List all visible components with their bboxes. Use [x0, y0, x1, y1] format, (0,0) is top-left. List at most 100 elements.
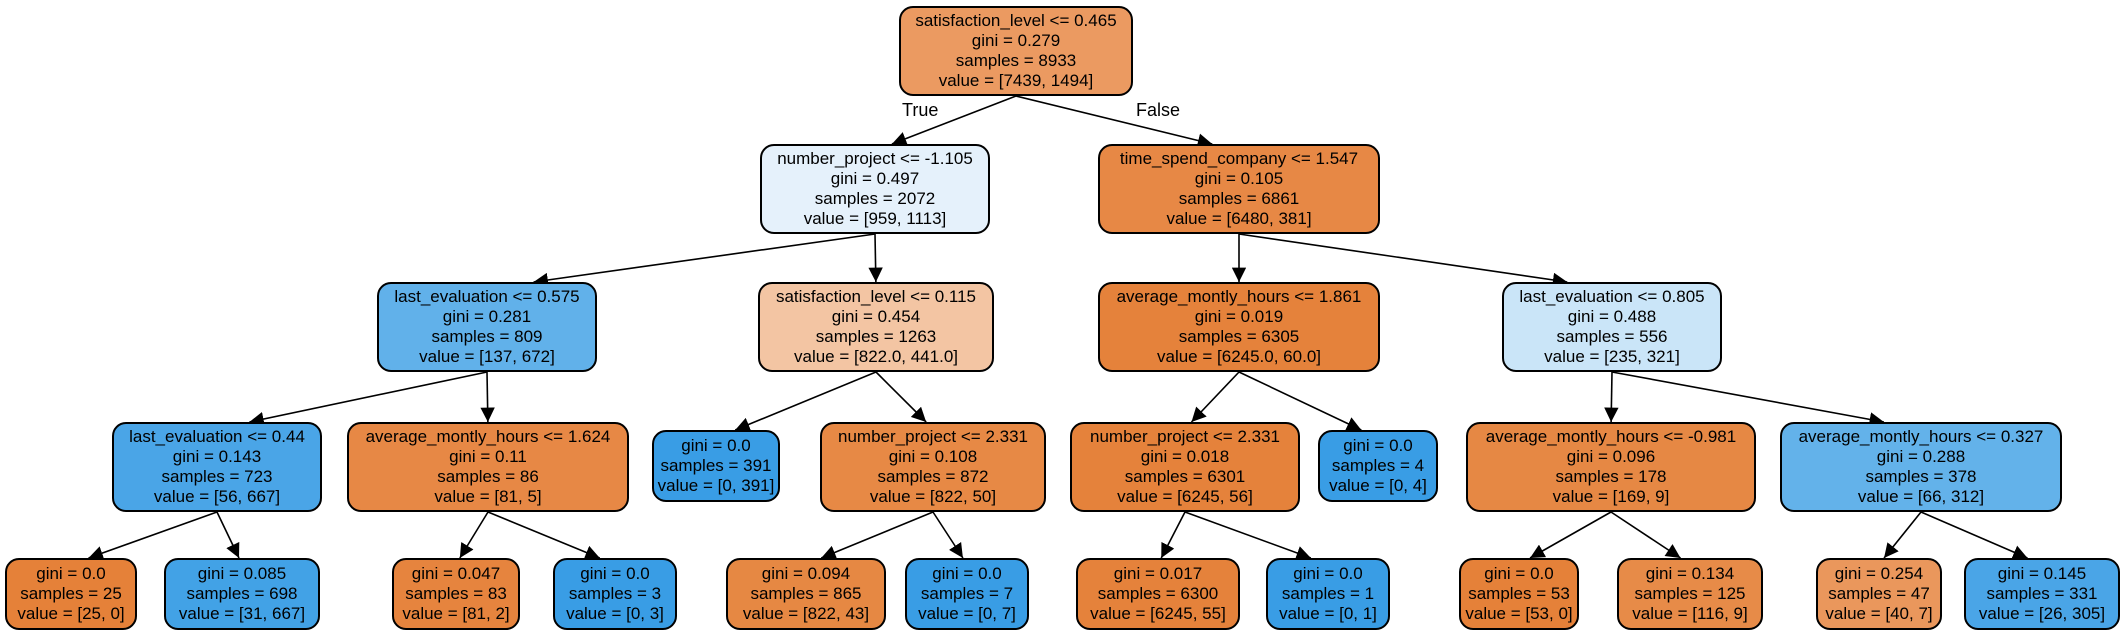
node-line: gini = 0.288	[1876, 447, 1966, 466]
node-line: average_montly_hours <= 0.327	[1798, 427, 2044, 446]
node-line: value = [26, 305]	[1978, 604, 2106, 623]
node-line: value = [56, 667]	[153, 487, 281, 506]
tree-edge-n9-n10	[734, 371, 877, 432]
tree-edge-n24-n26	[1920, 511, 2028, 559]
node-line: value = [0, 1]	[1279, 604, 1377, 623]
node-line: gini = 0.497	[830, 169, 920, 188]
node-line: value = [6245.0, 60.0]	[1157, 347, 1321, 366]
tree-edge-n16-n18	[1184, 511, 1312, 560]
node-line: gini = 0.0	[932, 564, 1002, 583]
node-line: gini = 0.279	[971, 31, 1061, 50]
node-line: gini = 0.0	[1343, 436, 1413, 455]
tree-edge-n11-n12	[820, 511, 934, 560]
tree-edge-n2-n6	[480, 371, 495, 423]
node-line: number_project <= -1.105	[777, 149, 973, 168]
node-line: value = [53, 0]	[1465, 604, 1573, 623]
false-edge-label: False	[1136, 100, 1181, 120]
node-line: last_evaluation <= 0.575	[394, 287, 580, 306]
node-line: gini = 0.094	[761, 564, 851, 583]
node-line: gini = 0.108	[888, 447, 978, 466]
node-line: samples = 4	[1331, 456, 1425, 475]
node-line: gini = 0.0	[1484, 564, 1554, 583]
node-line: average_montly_hours <= 1.861	[1116, 287, 1362, 306]
node-line: gini = 0.019	[1194, 307, 1284, 326]
node-line: gini = 0.085	[197, 564, 287, 583]
node-line: value = [7439, 1494]	[938, 71, 1094, 90]
node-line: value = [0, 4]	[1329, 476, 1427, 495]
node-line: value = [137, 672]	[419, 347, 555, 366]
true-edge-label: True	[902, 100, 939, 120]
node-line: gini = 0.281	[442, 307, 532, 326]
node-line: value = [169, 9]	[1552, 487, 1670, 506]
tree-edge-n9-n11	[875, 371, 927, 423]
node-line: gini = 0.488	[1567, 307, 1657, 326]
tree-edge-n14-n20	[1238, 233, 1568, 288]
node-line: value = [822.0, 441.0]	[794, 347, 958, 366]
tree-edge-n1-n2	[533, 233, 876, 288]
tree-edge-n16-n17	[1160, 511, 1186, 559]
node-line: value = [6245, 55]	[1090, 604, 1226, 623]
node-line: value = [822, 50]	[869, 487, 997, 506]
node-line: samples = 6301	[1124, 467, 1246, 486]
node-line: number_project <= 2.331	[1090, 427, 1280, 446]
node-line: gini = 0.105	[1194, 169, 1284, 188]
node-line: gini = 0.134	[1645, 564, 1735, 583]
node-line: value = [0, 391]	[657, 476, 775, 495]
node-line: average_montly_hours <= 1.624	[365, 427, 611, 446]
node-line: samples = 1263	[815, 327, 937, 346]
node-line: samples = 25	[20, 584, 122, 603]
node-line: samples = 1	[1281, 584, 1375, 603]
node-line: samples = 7	[920, 584, 1014, 603]
node-line: samples = 47	[1828, 584, 1930, 603]
node-line: last_evaluation <= 0.805	[1519, 287, 1705, 306]
node-line: value = [0, 3]	[566, 604, 664, 623]
tree-edge-n6-n7	[459, 511, 489, 559]
node-line: samples = 6300	[1097, 584, 1219, 603]
tree-edge-n6-n8	[487, 511, 601, 560]
node-line: value = [959, 1113]	[803, 209, 947, 228]
node-line: value = [81, 5]	[434, 487, 542, 506]
node-line: samples = 872	[877, 467, 989, 486]
tree-edge-n0-n14	[1015, 95, 1213, 148]
node-line: value = [0, 7]	[918, 604, 1016, 623]
tree-edge-n0-n1	[891, 95, 1017, 146]
node-line: value = [25, 0]	[17, 604, 125, 623]
node-line: samples = 6305	[1178, 327, 1300, 346]
node-line: samples = 698	[186, 584, 298, 603]
node-line: value = [6480, 381]	[1166, 209, 1312, 228]
node-line: gini = 0.143	[172, 447, 262, 466]
node-line: value = [235, 321]	[1544, 347, 1680, 366]
tree-edge-n24-n25	[1883, 511, 1922, 559]
node-line: number_project <= 2.331	[838, 427, 1028, 446]
tree-edge-n1-n9	[868, 233, 883, 283]
node-line: value = [66, 312]	[1857, 487, 1985, 506]
node-line: samples = 2072	[814, 189, 936, 208]
node-line: samples = 556	[1556, 327, 1668, 346]
node-line: samples = 125	[1634, 584, 1746, 603]
node-line: samples = 6861	[1178, 189, 1300, 208]
node-line: samples = 865	[750, 584, 862, 603]
node-line: samples = 3	[568, 584, 662, 603]
node-line: gini = 0.096	[1566, 447, 1656, 466]
node-line: gini = 0.454	[831, 307, 921, 326]
node-line: gini = 0.0	[36, 564, 106, 583]
tree-edge-n2-n3	[249, 371, 488, 427]
node-line: value = [6245, 56]	[1117, 487, 1253, 506]
